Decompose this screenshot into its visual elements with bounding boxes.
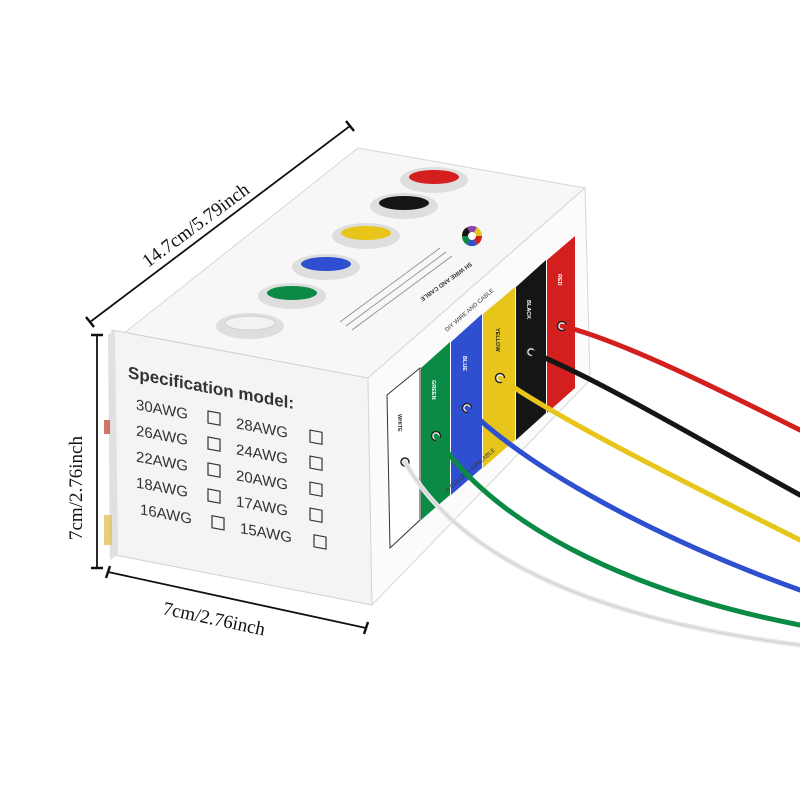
label-green: GREEN xyxy=(430,380,436,400)
label-black: BLACK xyxy=(525,300,531,319)
green-wire xyxy=(433,433,800,628)
checkbox-18awg xyxy=(207,488,221,504)
checkbox-22awg xyxy=(207,462,221,478)
label-red: RED xyxy=(556,274,562,286)
blue-spool-icon xyxy=(292,254,360,280)
white-spool-icon xyxy=(216,313,284,339)
checkbox-16awg xyxy=(211,515,225,531)
blue-wire xyxy=(464,405,800,593)
checkbox-15awg xyxy=(313,534,327,550)
checkbox-28awg xyxy=(309,429,323,446)
red-spool-icon xyxy=(400,167,468,193)
black-spool-icon xyxy=(370,193,438,219)
color-wheel-logo xyxy=(461,225,483,247)
width-label: 7cm/2.76inch xyxy=(161,598,268,640)
spool-windows xyxy=(216,167,468,339)
top-fine-print xyxy=(339,247,453,331)
height-label: 7cm/2.76inch xyxy=(66,436,87,540)
wires xyxy=(402,323,800,648)
yellow-spool-icon xyxy=(332,223,400,249)
checkbox-26awg xyxy=(207,436,221,452)
label-yellow: YELLOW xyxy=(494,328,500,352)
checkbox-20awg xyxy=(309,481,323,498)
checkbox-30awg xyxy=(207,410,221,426)
color-labels: WHITE GREEN BLUE YELLOW BLACK RED xyxy=(396,274,562,432)
checkbox-17awg xyxy=(309,507,323,524)
height-dimension: 7cm/2.76inch xyxy=(66,333,103,570)
label-white: WHITE xyxy=(396,414,402,432)
black-wire xyxy=(528,349,800,498)
yellow-wire xyxy=(497,375,800,543)
checkbox-24awg xyxy=(309,455,323,472)
green-spool-icon xyxy=(258,283,326,309)
red-wire xyxy=(559,323,800,433)
label-blue: BLUE xyxy=(461,356,467,371)
